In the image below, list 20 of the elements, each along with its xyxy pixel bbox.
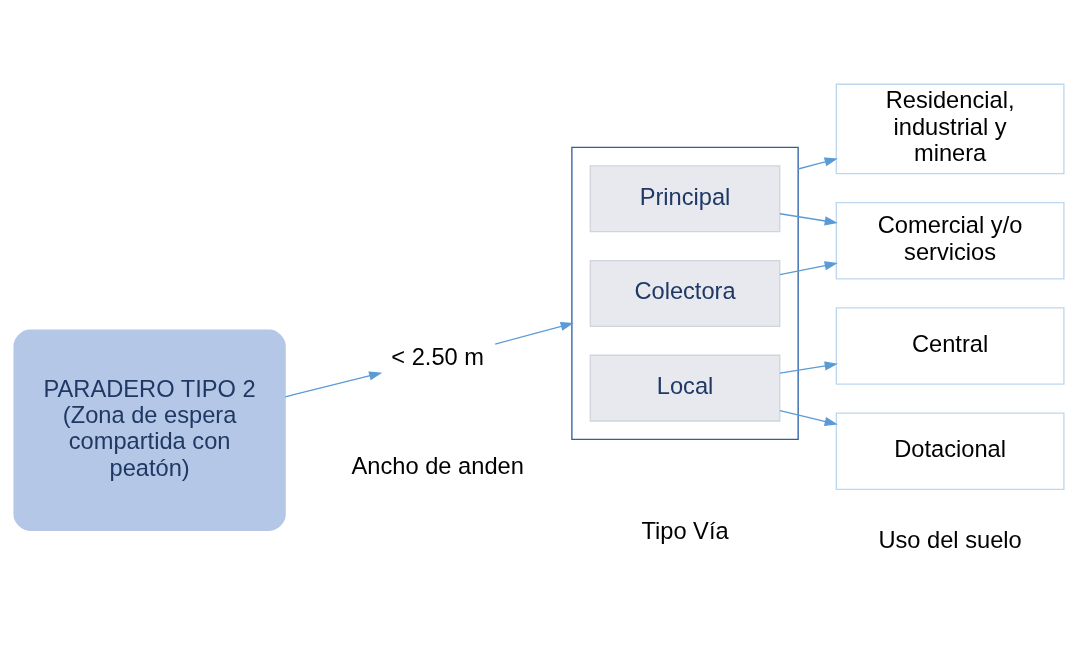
arrow xyxy=(779,360,838,374)
node-box: Comercial y/o servicios xyxy=(835,201,1065,280)
label: Ancho de anden xyxy=(351,452,524,479)
arrow xyxy=(494,321,574,345)
node-box: Colectora xyxy=(589,259,781,327)
node-box: Principal xyxy=(589,164,781,232)
cluster xyxy=(571,146,799,440)
node-text: < 2.50 m xyxy=(391,343,485,370)
node-box: Central xyxy=(835,306,1065,385)
arrow xyxy=(779,260,838,275)
node-box: Residencial, industrial y minera xyxy=(835,83,1065,174)
node-box: Local xyxy=(589,354,781,422)
arrow xyxy=(779,212,838,225)
arrow xyxy=(797,156,838,170)
node-box: Dotacional xyxy=(835,411,1065,490)
arrow xyxy=(779,409,838,426)
arrow xyxy=(284,370,383,397)
label: Uso del suelo xyxy=(878,526,1022,553)
label: Tipo Vía xyxy=(641,517,729,544)
node-box: PARADERO TIPO 2 (Zona de espera compartida con peatón) xyxy=(13,329,286,531)
